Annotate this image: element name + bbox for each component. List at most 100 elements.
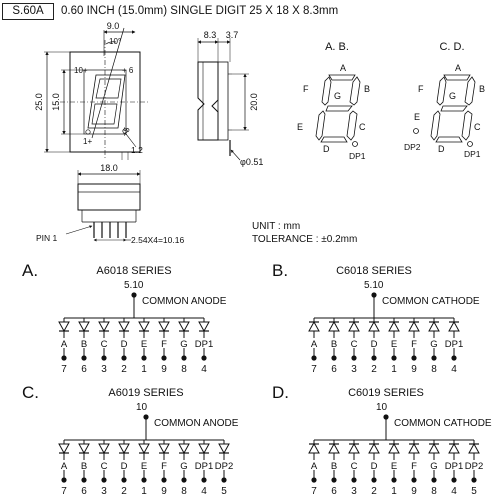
label-bg [348,338,360,348]
label-bg [308,460,320,470]
tolerance-note: TOLERANCE : ±0.2mm [252,234,357,245]
segment-label: C [351,339,358,350]
pin-node [411,477,417,483]
segment-label: B [331,461,337,472]
pin-node [371,477,377,483]
label-bg [118,460,130,470]
label-bg [368,460,380,470]
segment-label: DP2 [465,461,483,472]
diode-a [308,442,320,454]
segment-label: A [311,461,318,472]
pin-number: 2 [371,364,377,375]
label-bg [78,460,90,470]
pin-node [351,355,357,361]
pin-node [471,477,477,483]
pin-number: 5 [471,486,477,497]
seg-label-e: E [414,112,420,122]
segment-label: DP1 [195,339,213,350]
seg-label-f: F [418,84,424,94]
diode-b [328,320,340,332]
front-view [44,27,150,160]
common-node [371,292,377,298]
label-bg [138,460,150,470]
diode-a [58,443,70,455]
common-pin-number: 10 [376,402,388,413]
segment-label: C [351,461,358,472]
seg-label-dp2: DP2 [404,142,421,152]
pin-node [101,355,107,361]
pin-node [141,355,147,361]
segment-label: D [371,461,378,472]
common-node [143,414,149,420]
circuit-series: C6018 SERIES [336,265,412,277]
common-pin-number: 5.10 [124,280,144,291]
diode-e [138,321,150,333]
label-bg [98,460,110,470]
diode-c [98,443,110,455]
segment-label: D [121,339,128,350]
pin-number: 4 [201,486,207,497]
segment-label: B [81,339,87,350]
pin-number: 2 [121,486,127,497]
seg-label-f: F [303,84,309,94]
common-label: COMMON CATHODE [394,418,492,429]
diode-g [428,320,440,332]
label-bg [348,460,360,470]
diode-a [308,320,320,332]
common-label: COMMON ANODE [154,418,239,429]
label-bg [58,338,70,348]
segment-label: E [141,339,147,350]
label-bg [448,338,460,348]
segment-label: DP1 [195,461,213,472]
dim-pin-span: 2.54X4=10.16 [131,235,184,245]
common-label: COMMON ANODE [142,296,227,307]
pin-number: 3 [101,486,107,497]
pin-number: 9 [161,364,167,375]
circuit-letter: C. [22,383,39,402]
diode-g [178,321,190,333]
bottom-pins [93,222,127,238]
diode-dp2 [468,442,480,454]
pin-node [121,355,127,361]
circuit-letter: D. [272,383,289,402]
pin-node [161,477,167,483]
diode-d [118,321,130,333]
seg-label-b: B [479,84,485,94]
unit-note: UNIT : mm [252,221,300,232]
segment-label: A [61,461,68,472]
seg-label-g: G [449,91,456,101]
label-bg [58,460,70,470]
seg-label-d: D [438,144,445,154]
pin-node [371,355,377,361]
pin-number: 8 [431,486,437,497]
pin-number: 8 [431,364,437,375]
pin-node [61,477,67,483]
diode-d [118,443,130,455]
common-label: COMMON CATHODE [382,296,480,307]
pin-node [351,477,357,483]
diode-a [58,321,70,333]
label-bg [368,338,380,348]
diode-f [408,320,420,332]
dim-width-9: 9.0 [107,21,120,31]
segment-diagram-cd: C. D. A B C D E F G DP2 DP1 [404,41,485,159]
pin-node [391,477,397,483]
segment-label: E [391,339,397,350]
pin-number: 1 [391,364,397,375]
circuit-series: C6019 SERIES [348,387,424,399]
pin-node [201,355,207,361]
pin-number: 6 [331,364,337,375]
diode-g [428,442,440,454]
segment-label: G [430,461,437,472]
common-pin-number: 10 [136,402,148,413]
segment-label: DP1 [445,339,463,350]
pin-number: 6 [331,486,337,497]
diode-b [328,442,340,454]
segment-label: C [101,461,108,472]
circuit-series: A6018 SERIES [96,265,171,277]
pin-node [181,477,187,483]
label-bg [328,460,340,470]
pin-number: 7 [61,364,67,375]
